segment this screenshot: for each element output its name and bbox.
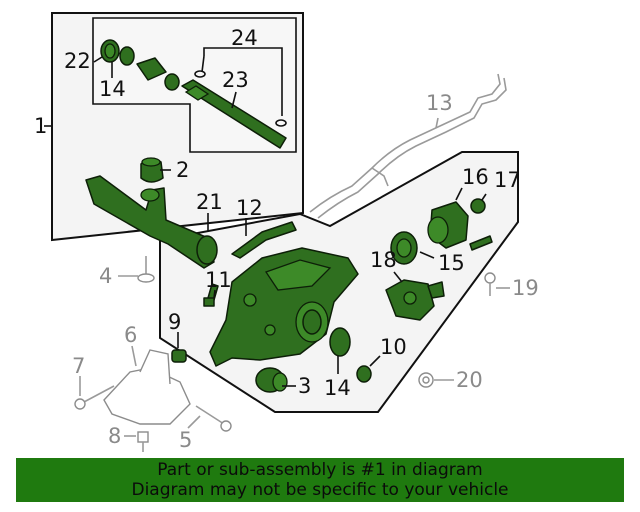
- bracket-part-6: [103, 349, 191, 425]
- seal-part-15: [390, 231, 418, 265]
- joint-part-16: [427, 201, 469, 249]
- callout-20: 20: [456, 368, 483, 392]
- footer-line-1: Part or sub-assembly is #1 in diagram: [157, 460, 483, 480]
- bushing-part-3: [255, 367, 288, 393]
- leader-lines: [44, 47, 487, 387]
- bushing: [136, 57, 167, 81]
- seal-part-22: [100, 39, 120, 63]
- callout-4: 4: [99, 264, 112, 288]
- axle-tube-part-21: [85, 175, 218, 269]
- small-ring: [164, 73, 180, 91]
- callout-3: 3: [298, 374, 311, 398]
- callout-9: 9: [168, 310, 181, 334]
- leader-lines-faded: [79, 117, 510, 437]
- footer-banner: Part or sub-assembly is #1 in diagram Di…: [16, 458, 624, 502]
- callout-11: 11: [205, 268, 232, 292]
- callout-13: 13: [426, 91, 453, 115]
- footer-line-2: Diagram may not be specific to your vehi…: [131, 480, 509, 500]
- callout-15: 15: [438, 251, 465, 275]
- callout-2: 2: [176, 158, 189, 182]
- callout-18: 18: [370, 248, 397, 272]
- callout-19: 19: [512, 276, 539, 300]
- nut-part-20: [418, 372, 434, 388]
- bolt-part-5: [195, 405, 232, 432]
- bolt-part-7: [74, 385, 115, 410]
- callout-12: 12: [236, 196, 263, 220]
- axle-shaft-part-23: [181, 79, 287, 149]
- seal-part-14-lower: [329, 327, 351, 357]
- o-ring-part-24-right: [275, 119, 287, 127]
- vent-tube-part-13: [309, 73, 507, 219]
- callout-7: 7: [72, 354, 85, 378]
- bolt-part-8: [137, 431, 149, 452]
- callout-8: 8: [108, 424, 121, 448]
- o-ring-part-24-left: [194, 70, 206, 78]
- carrier-part-18: [385, 279, 445, 321]
- differential-housing: [209, 247, 359, 367]
- callout-17: 17: [494, 168, 521, 192]
- cap-part-2: [140, 157, 164, 183]
- ring-part-14-upper: [119, 46, 135, 66]
- callout-14-lower: 14: [324, 376, 351, 400]
- bracket-part-12: [231, 221, 297, 259]
- callout-1: 1: [34, 114, 47, 138]
- callout-24: 24: [231, 26, 258, 50]
- callout-21: 21: [196, 190, 223, 214]
- bolt-near-part-16: [469, 235, 493, 251]
- callout-6: 6: [124, 323, 137, 347]
- callout-5: 5: [179, 428, 192, 452]
- callout-22: 22: [64, 49, 91, 73]
- plug-part-9: [171, 349, 187, 363]
- callout-10: 10: [380, 335, 407, 359]
- plug-part-10: [356, 365, 372, 383]
- stud-part-4: [137, 256, 155, 283]
- callout-14-upper: 14: [99, 77, 126, 101]
- callout-16: 16: [462, 165, 489, 189]
- bolt-part-19: [484, 272, 496, 296]
- callout-23: 23: [222, 68, 249, 92]
- bolt-part-11: [203, 283, 219, 307]
- nut-part-17: [470, 198, 486, 214]
